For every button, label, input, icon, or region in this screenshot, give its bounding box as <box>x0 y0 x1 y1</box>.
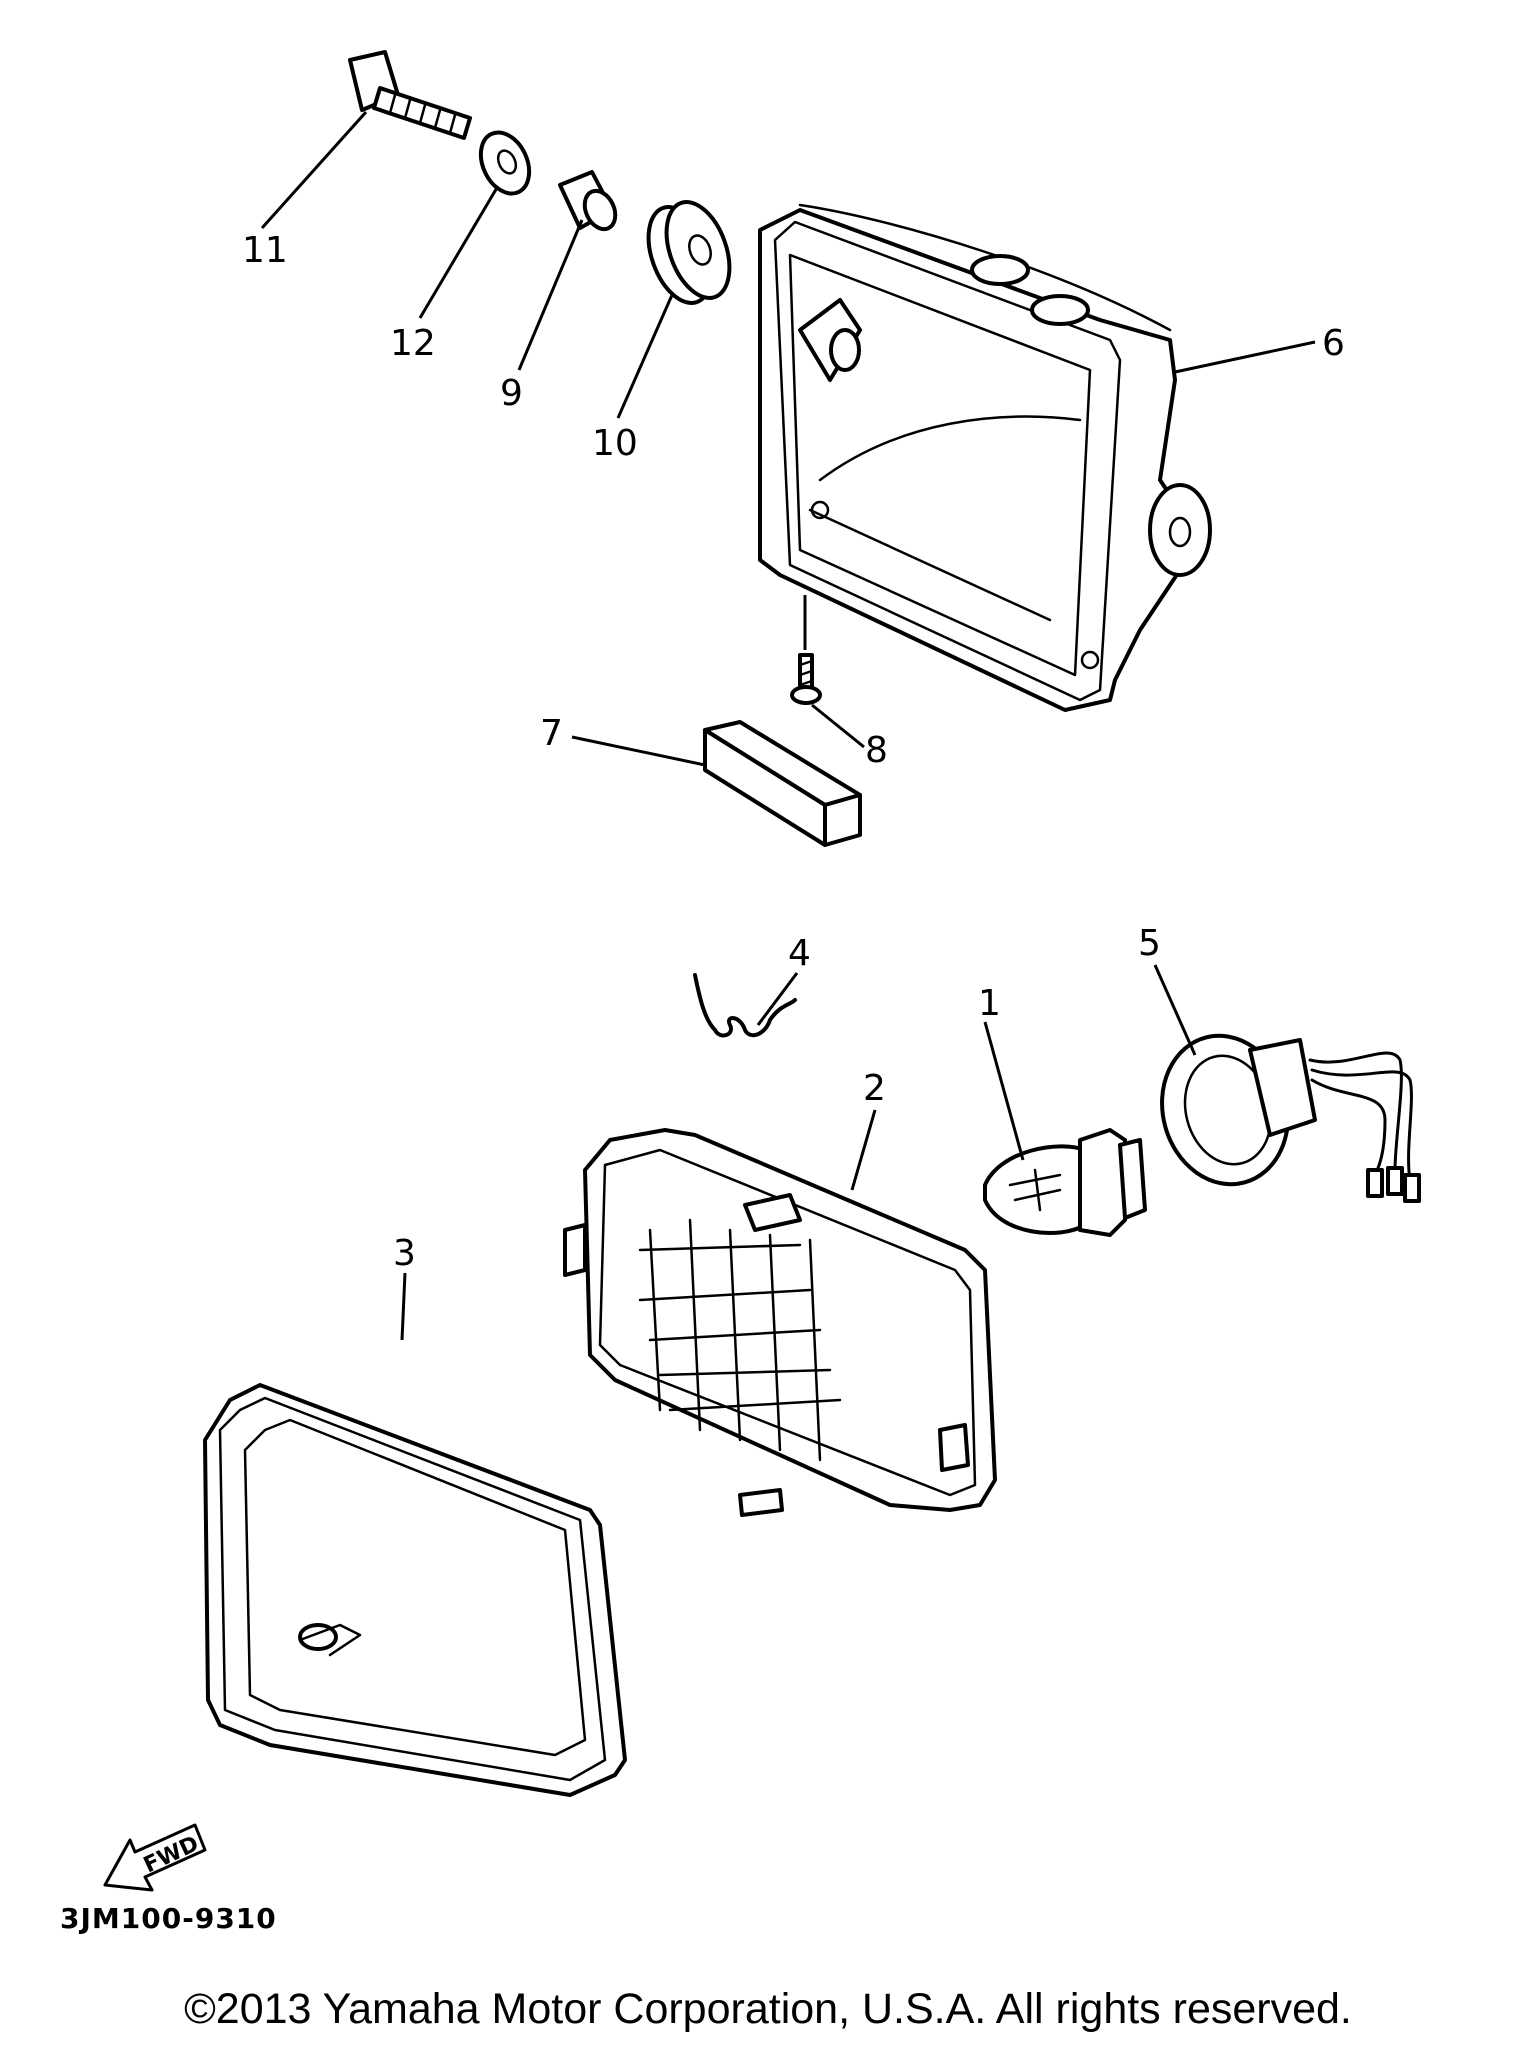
callout-6: 6 <box>1322 323 1345 364</box>
part-6-housing <box>758 203 1212 712</box>
leader-lines <box>260 110 1316 1341</box>
part-4-spring-clip <box>693 973 797 1038</box>
diagram-code: 3JM100-9310 <box>60 1902 277 1935</box>
callout-3: 3 <box>393 1233 416 1274</box>
callout-2: 2 <box>863 1068 886 1109</box>
copyright-notice: ©2013 Yamaha Motor Corporation, U.S.A. A… <box>184 1985 1352 2033</box>
callout-11: 11 <box>242 230 288 271</box>
callout-5: 5 <box>1138 923 1161 964</box>
part-10-grommet <box>646 200 732 305</box>
part-1-bulb <box>983 1128 1147 1237</box>
part-12-washer <box>478 130 532 196</box>
part-9-collar <box>558 170 618 232</box>
callout-4: 4 <box>788 933 811 974</box>
callout-labels: 11 12 9 10 6 7 8 4 5 1 2 3 3JM100-9310 <box>60 230 1345 1935</box>
part-7-pad <box>703 720 862 847</box>
part-8-screw <box>790 653 822 705</box>
callout-10: 10 <box>592 423 638 464</box>
callout-12: 12 <box>390 323 436 364</box>
part-2-lens-unit <box>563 1128 997 1517</box>
callout-8: 8 <box>865 730 888 771</box>
callout-9: 9 <box>500 373 523 414</box>
part-11-bolt <box>348 50 472 140</box>
callout-7: 7 <box>540 713 563 754</box>
part-3-rim <box>203 1383 627 1797</box>
fwd-direction-arrow: FWD <box>103 1823 207 1892</box>
part-5-socket <box>1160 1033 1421 1203</box>
callout-1: 1 <box>978 983 1001 1024</box>
